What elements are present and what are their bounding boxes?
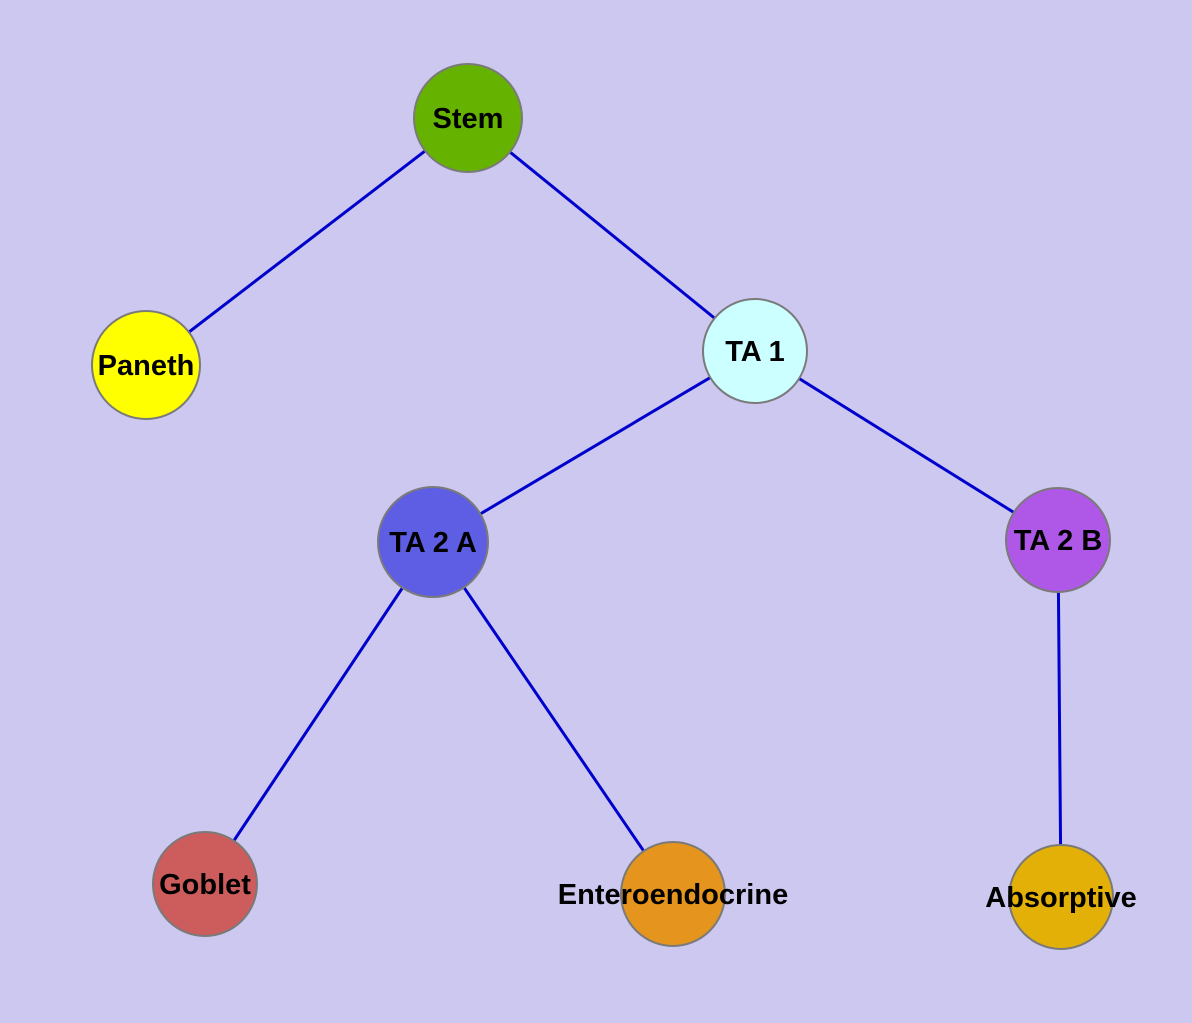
node-ta2a[interactable]: TA 2 A <box>377 486 489 598</box>
ta2a-circle[interactable] <box>377 486 489 598</box>
paneth-circle[interactable] <box>91 310 201 420</box>
absorptive-circle[interactable] <box>1008 844 1114 950</box>
edge-stem-ta1 <box>467 116 756 353</box>
edge-ta2a-enteroendocrine <box>431 541 675 895</box>
edge-stem-paneth <box>145 116 469 367</box>
node-paneth[interactable]: Paneth <box>91 310 201 420</box>
node-goblet[interactable]: Goblet <box>152 831 258 937</box>
node-ta1[interactable]: TA 1 <box>702 298 808 404</box>
stem-circle[interactable] <box>413 63 523 173</box>
node-stem[interactable]: Stem <box>413 63 523 173</box>
node-ta2b[interactable]: TA 2 B <box>1005 487 1111 593</box>
ta1-circle[interactable] <box>702 298 808 404</box>
edge-ta2b-absorptive <box>1056 539 1063 898</box>
ta2b-circle[interactable] <box>1005 487 1111 593</box>
node-absorptive[interactable]: Absorptive <box>985 844 1137 950</box>
edge-ta1-ta2b <box>754 349 1059 542</box>
enteroendocrine-circle[interactable] <box>620 841 726 947</box>
edge-ta1-ta2a <box>432 349 756 544</box>
node-enteroendocrine[interactable]: Enteroendocrine <box>558 841 788 947</box>
goblet-circle[interactable] <box>152 831 258 937</box>
edge-ta2a-goblet <box>203 541 435 885</box>
